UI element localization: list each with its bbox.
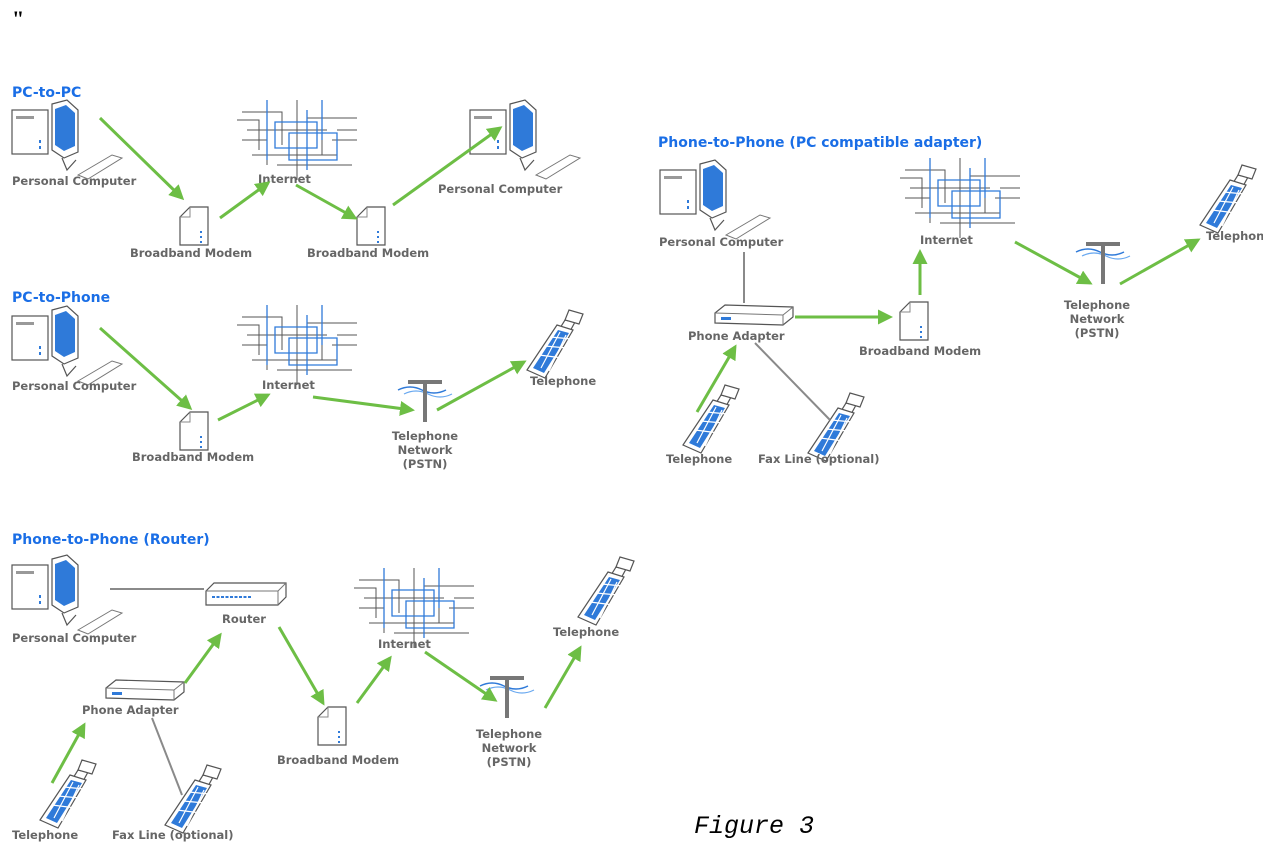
label-adapter: Phone Adapter: [688, 329, 785, 343]
computer-icon: [11, 554, 123, 635]
wired-connections: [743, 252, 831, 421]
pstn-icon: [1075, 241, 1131, 285]
label-modem-right: Broadband Modem: [307, 246, 429, 260]
label-pc: Personal Computer: [12, 379, 137, 393]
label-pc: Personal Computer: [659, 235, 784, 249]
figure-caption: Figure 3: [694, 812, 815, 841]
label-pc-right: Personal Computer: [438, 182, 563, 196]
label-internet: Internet: [262, 378, 315, 392]
label-pc-left: Personal Computer: [12, 174, 137, 188]
modem-icon: [899, 301, 929, 341]
label-pstn-2: Network: [482, 741, 537, 755]
internet-cloud-icon: [236, 99, 358, 181]
title-phone-adapter: Phone-to-Phone (PC compatible adapter): [658, 135, 982, 151]
pstn-icon: [397, 379, 453, 423]
label-internet: Internet: [258, 172, 311, 186]
diagram-pc-to-phone: PC-to-Phone Personal Computer Broadband …: [11, 290, 596, 471]
title-router: Phone-to-Phone (Router): [12, 532, 210, 548]
diagram-phone-adapter: Phone-to-Phone (PC compatible adapter) P…: [658, 135, 1263, 466]
internet-cloud-icon: [353, 567, 475, 649]
connection-arrows: [98, 116, 503, 220]
label-internet: Internet: [378, 637, 431, 651]
computer-icon: [11, 305, 123, 386]
label-internet: Internet: [920, 233, 973, 247]
internet-cloud-icon: [899, 157, 1021, 239]
label-modem: Broadband Modem: [277, 753, 399, 767]
title-pc-to-phone: PC-to-Phone: [12, 290, 110, 306]
modem-icon: [317, 706, 347, 746]
label-pstn-1: Telephone: [1064, 298, 1130, 312]
label-telephone-in: Telephone: [666, 452, 732, 466]
label-pc: Personal Computer: [12, 631, 137, 645]
label-adapter: Phone Adapter: [82, 703, 179, 717]
label-telephone-out: Telephone: [1206, 229, 1263, 243]
label-modem-left: Broadband Modem: [130, 246, 252, 260]
phone-adapter-icon: [105, 679, 185, 701]
label-pstn-1: Telephone: [476, 727, 542, 741]
label-fax: Fax Line (optional): [758, 452, 880, 466]
modem-icon: [179, 206, 209, 246]
router-icon: [205, 582, 287, 606]
connection-arrows: [695, 238, 1201, 413]
label-telephone-in: Telephone: [12, 828, 78, 842]
modem-icon: [179, 411, 209, 451]
label-pstn-3: (PSTN): [1075, 326, 1120, 340]
telephone-icon: [526, 309, 584, 379]
label-pstn-3: (PSTN): [487, 755, 532, 769]
phone-adapter-icon: [714, 304, 794, 326]
label-router: Router: [222, 612, 266, 626]
telephone-icon: [682, 384, 740, 454]
telephone-icon: [1199, 164, 1257, 234]
wired-connections: [110, 588, 204, 796]
label-pstn-2: Network: [398, 443, 453, 457]
label-modem: Broadband Modem: [132, 450, 254, 464]
title-pc-to-pc: PC-to-PC: [12, 85, 81, 101]
diagram-router: Phone-to-Phone (Router) Personal Compute…: [11, 532, 635, 842]
header-quote-mark: ": [12, 6, 25, 31]
telephone-icon: [577, 556, 635, 626]
telephone-icon: [39, 759, 97, 829]
internet-cloud-icon: [236, 304, 358, 386]
label-pstn-3: (PSTN): [403, 457, 448, 471]
label-fax: Fax Line (optional): [112, 828, 234, 842]
computer-icon: [659, 159, 771, 240]
connection-arrows: [50, 626, 582, 784]
computer-icon: [11, 99, 123, 180]
label-pstn-1: Telephone: [392, 429, 458, 443]
label-modem: Broadband Modem: [859, 344, 981, 358]
label-pstn-2: Network: [1070, 312, 1125, 326]
diagram-pc-to-pc: PC-to-PC Personal Computer Broadband Mod…: [11, 85, 581, 260]
connection-arrows: [99, 326, 527, 422]
modem-icon: [356, 206, 386, 246]
label-telephone-out: Telephone: [553, 625, 619, 639]
label-telephone: Telephone: [530, 374, 596, 388]
fax-telephone-icon: [807, 392, 865, 462]
